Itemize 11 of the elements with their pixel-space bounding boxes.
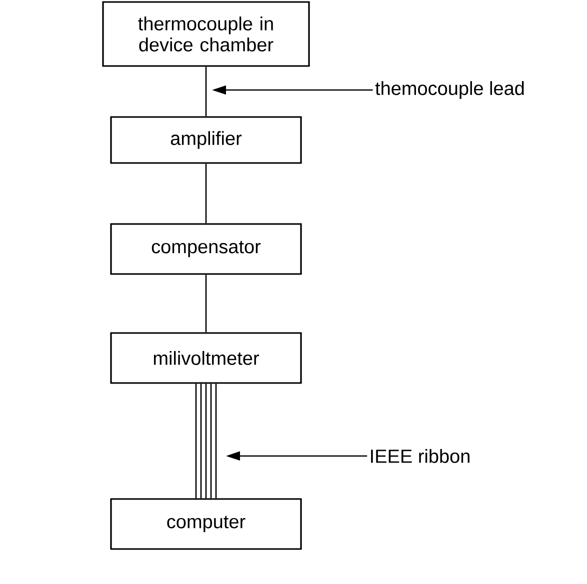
- connector-line: [205, 274, 207, 332]
- connector-line: [205, 66, 207, 116]
- leader-label: themocouple lead: [375, 81, 524, 99]
- connector-line: [205, 164, 207, 224]
- process-box: milivoltmeter: [110, 332, 302, 384]
- ribbon-cable: [195, 383, 217, 499]
- process-box: thermocouple in device chamber: [102, 1, 310, 67]
- process-box: compensator: [110, 223, 302, 275]
- process-box: amplifier: [110, 116, 302, 164]
- leader-label: IEEE ribbon: [371, 449, 470, 463]
- process-box: computer: [110, 498, 302, 550]
